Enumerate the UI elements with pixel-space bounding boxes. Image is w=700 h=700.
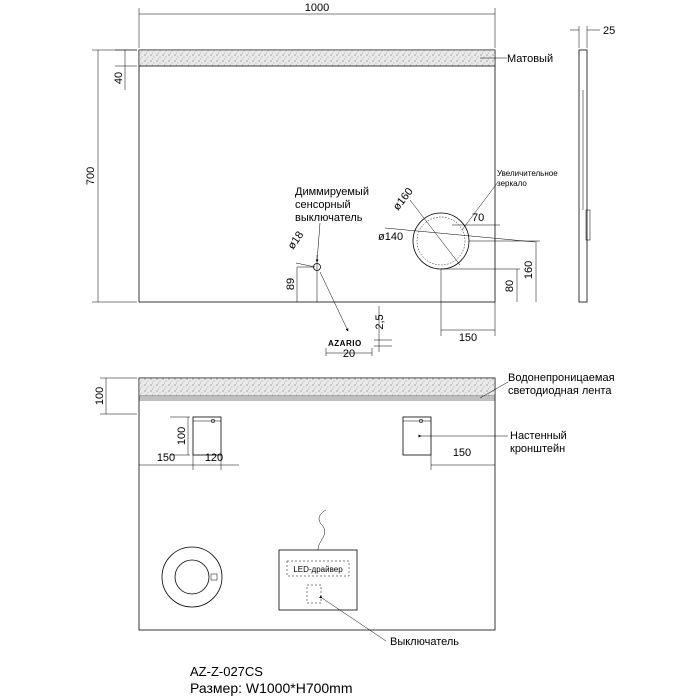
dim80-text: 80 (504, 280, 516, 292)
back-view: 100 Водонепроницаемая светодиодная лента… (94, 372, 615, 648)
dim150-text: 150 (459, 332, 477, 344)
back-switch-label: Выключатель (390, 636, 459, 648)
size-text: Размер: W1000*H700mm (190, 680, 353, 696)
width-dim-text: 1000 (305, 2, 329, 14)
model-text: AZ-Z-027CS (190, 664, 263, 679)
led-strip-label-line2: светодиодная лента (508, 385, 612, 397)
magnifier-back (161, 546, 223, 608)
dim70-text: 70 (472, 212, 484, 224)
frosted-band (138, 49, 496, 67)
height-dim-text: 700 (85, 167, 97, 185)
led-strip-label-line1: Водонепроницаемая (508, 372, 615, 384)
logo-text: AZARIO (328, 339, 362, 348)
depth-dim-text: 25 (603, 25, 615, 37)
switch-label-line1: Диммируемый (295, 186, 369, 198)
magnifier: 150 ø160 ø140 70 160 80 Увеличительное з… (378, 169, 558, 344)
magnifier-label-line1: Увеличительное (497, 169, 558, 178)
height-dimension: 700 (85, 49, 137, 303)
dim150-left-text: 150 (157, 452, 175, 464)
dim89-text: 89 (285, 278, 297, 290)
dim2_5-text: 2,5 (374, 314, 386, 329)
width-dimension: 1000 (138, 2, 496, 48)
bracket-label-line2: кронштейн (510, 443, 565, 455)
dim20-text: 20 (343, 348, 355, 360)
frost-dim-text: 40 (113, 72, 125, 84)
frost-label: Матовый (507, 53, 553, 65)
switch-label-line2: сенсорный (295, 199, 351, 211)
dia160-text: ø160 (391, 186, 416, 213)
dim100-bracket-text: 100 (176, 427, 188, 445)
bracket-right: 150 Настенный кронштейн (402, 416, 567, 470)
switch-label-line3: выключатель (295, 212, 363, 224)
driver-box: LED-драйвер Выключатель (278, 509, 459, 648)
dim160-text: 160 (523, 261, 535, 279)
bracket-left: 100 150 120 (139, 416, 239, 470)
driver-label: LED-драйвер (293, 565, 343, 574)
front-view: 1000 700 40 Матовый 25 (85, 2, 615, 360)
mirror-back-frame (138, 377, 496, 631)
magnifier-label-line2: зеркало (497, 179, 527, 188)
dia140-text: ø140 (378, 231, 403, 243)
dim120-text: 120 (205, 452, 223, 464)
logo-area: AZARIO 20 2,5 (325, 306, 392, 360)
frost-dimension: 40 (113, 49, 137, 90)
side-profile: 25 (570, 25, 615, 303)
dia18-text: ø18 (286, 229, 307, 251)
led-strip-band (138, 377, 496, 397)
touch-switch: Диммируемый сенсорный выключатель ø18 89 (285, 186, 369, 332)
dim100-top-text: 100 (94, 387, 106, 405)
bracket-label-line1: Настенный (510, 430, 567, 442)
dim150-right-text: 150 (453, 447, 471, 459)
